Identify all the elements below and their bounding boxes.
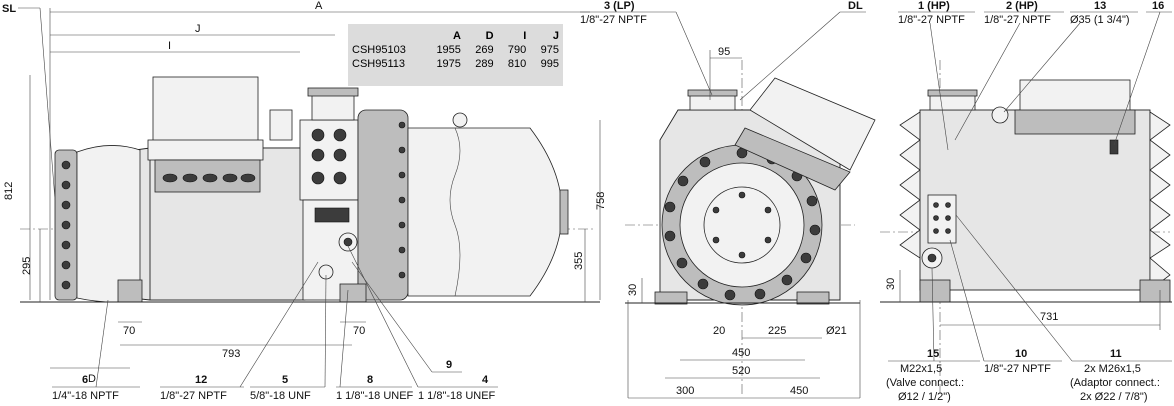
value-cell: 1975 (436, 58, 461, 70)
label-5-spec: 5/8"-18 UNF (250, 390, 311, 402)
value-cell: 810 (507, 58, 527, 70)
dim-95: 95 (718, 46, 730, 58)
dim-D: D (88, 373, 96, 385)
label-9-num: 9 (446, 359, 452, 371)
terminal-knockouts (162, 173, 256, 183)
dim-731: 731 (1040, 311, 1058, 323)
dim-30-front: 30 (627, 284, 639, 296)
dim-A: A (315, 0, 323, 12)
label-10-spec: 1/8"-27 NPTF (984, 363, 1051, 375)
dim-I: I (168, 40, 171, 52)
table-row: CSH95113 1975 289 810 995 (348, 57, 563, 71)
value-cell: 289 (475, 58, 494, 70)
value-cell: 790 (507, 44, 527, 56)
label-11-note1: (Adaptor connect.: (1070, 377, 1160, 389)
label-sl: SL (2, 3, 16, 15)
rear-block-ports (933, 202, 951, 234)
dimension-table: A D I J CSH95103 1955 269 790 975 CSH951… (348, 24, 563, 86)
dim-295: 295 (21, 257, 33, 275)
dim-30-rear: 30 (885, 278, 897, 290)
dim-70-right: 70 (353, 325, 365, 337)
value-cell: 995 (540, 58, 559, 70)
dim-450-base: 450 (790, 385, 808, 397)
header-cell: I (523, 30, 527, 42)
label-5-num: 5 (282, 374, 288, 386)
valve-block-ports (311, 128, 347, 185)
label-6-num: 6 (82, 374, 88, 386)
label-11-note2: 2x Ø22 / 7/8") (1080, 391, 1148, 403)
label-15-note1: (Valve connect.: (886, 377, 964, 389)
header-cell (348, 29, 425, 43)
label-8-num: 8 (367, 374, 373, 386)
label-13-num: 13 (1094, 0, 1106, 12)
table-row: CSH95103 1955 269 790 975 (348, 43, 563, 57)
label-3-spec: 1/8"-27 NPTF (580, 14, 647, 26)
label-15-num: 15 (927, 348, 939, 360)
front-view (625, 60, 876, 395)
label-dl: DL (848, 0, 863, 12)
header-cell: A (452, 30, 461, 42)
side-view-dimensions (29, 8, 601, 369)
label-16-num: 16 (1152, 0, 1164, 12)
label-4-num: 4 (482, 374, 489, 386)
dim-225: 225 (768, 325, 786, 337)
label-1-spec: 1/8"-27 NPTF (898, 14, 965, 26)
label-8-spec: 1 1/8"-18 UNEF (336, 390, 414, 402)
label-2-spec: 1/8"-27 NPTF (984, 14, 1051, 26)
label-11-num: 11 (1110, 348, 1122, 360)
label-15-spec: M22x1,5 (900, 363, 942, 375)
dim-d21: Ø21 (826, 325, 847, 337)
dim-793: 793 (222, 348, 240, 360)
dim-20: 20 (713, 325, 725, 337)
label-12-spec: 1/8"-27 NPTF (160, 390, 227, 402)
front-flange-bolts (61, 160, 71, 290)
label-13-spec: Ø35 (1 3/4") (1070, 14, 1130, 26)
rear-view (880, 60, 1172, 395)
shaft-face-holes (703, 186, 781, 264)
dim-812: 812 (3, 182, 15, 200)
dim-520: 520 (732, 365, 750, 377)
label-2-num: 2 (HP) (1006, 0, 1038, 12)
dim-758: 758 (595, 192, 607, 210)
dim-70-left: 70 (123, 325, 135, 337)
dim-450-front: 450 (732, 347, 750, 359)
label-10-num: 10 (1015, 348, 1027, 360)
model-cell: CSH95103 (352, 44, 406, 56)
dimension-table-grid: A D I J CSH95103 1955 269 790 975 CSH951… (348, 29, 563, 71)
label-15-note2: Ø12 / 1/2") (898, 391, 951, 403)
front-view-dimensions (627, 50, 861, 399)
label-11-spec: 2x M26x1,5 (1084, 363, 1141, 375)
value-cell: 269 (475, 44, 494, 56)
header-cell: D (485, 30, 494, 42)
model-cell: CSH95113 (352, 58, 405, 70)
value-cell: 1955 (436, 44, 461, 56)
dim-355: 355 (573, 252, 585, 270)
dimension-table-header: A D I J (348, 29, 563, 43)
label-6-spec: 1/4"-18 NPTF (52, 390, 119, 402)
discharge-flange-bolts (398, 121, 406, 279)
label-3-num: 3 (LP) (604, 0, 635, 12)
dim-300: 300 (676, 385, 694, 397)
header-cell: J (552, 30, 559, 42)
label-12-num: 12 (195, 374, 207, 386)
label-4-spec: 1 1/8"-18 UNEF (418, 390, 496, 402)
label-1-num: 1 (HP) (918, 0, 950, 12)
side-view (20, 76, 600, 303)
value-cell: 975 (540, 44, 559, 56)
rear-view-dimensions (899, 270, 1161, 330)
dim-J: J (195, 23, 201, 35)
